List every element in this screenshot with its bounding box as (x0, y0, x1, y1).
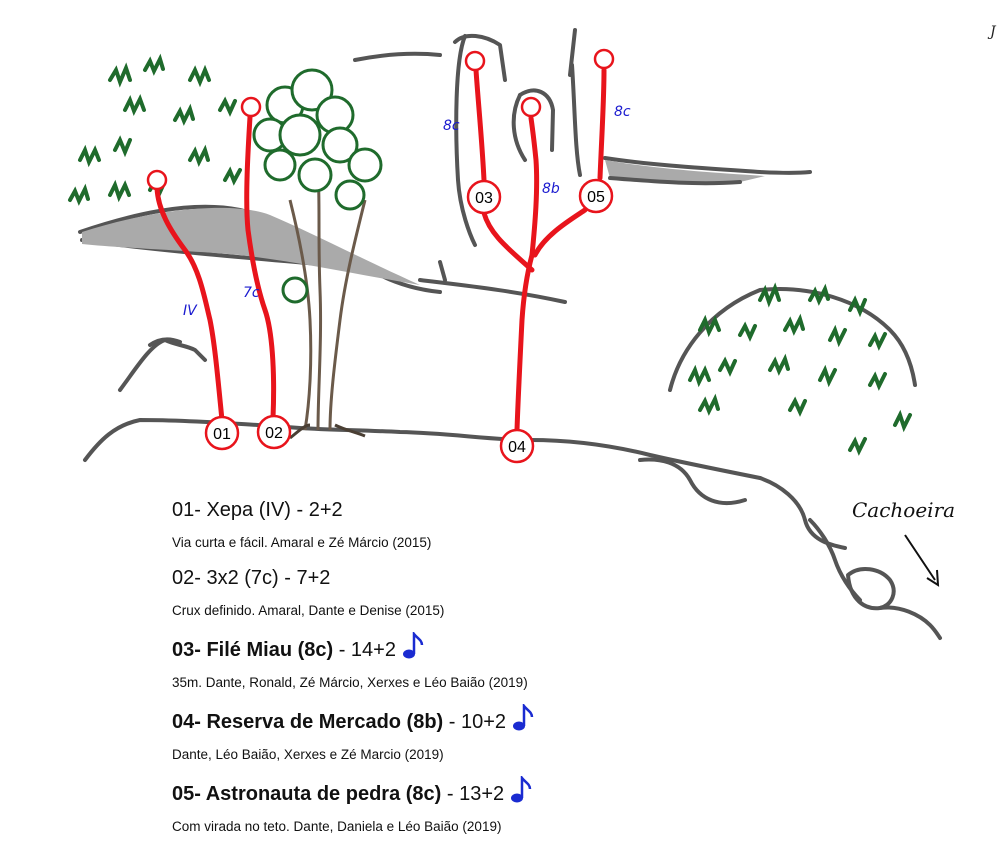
legend-title-rest: - 13+2 (441, 783, 505, 805)
route-number-02: 02 (265, 425, 283, 442)
legend-entry-02: 02- 3x2 (7c) - 7+2 Crux definido. Amaral… (172, 564, 872, 620)
route-marker-01[interactable]: 01 (204, 415, 240, 451)
route-number-01: 01 (213, 426, 231, 443)
legend-title-bold: 05- Astronauta de pedra (8c) (172, 783, 442, 805)
rock-top-line (353, 51, 442, 62)
rock-roof-right-under (608, 176, 742, 186)
legend-title: 04- Reserva de Mercado (8b) - 10+2 (172, 704, 872, 736)
legend-description: Dante, Léo Baião, Xerxes e Zé Marcio (20… (172, 747, 444, 762)
anchor-05 (593, 48, 615, 70)
bushes-left (68, 53, 242, 206)
anchor-03 (464, 50, 486, 72)
legend-description: Crux definido. Amaral, Dante e Denise (2… (172, 603, 445, 618)
rock-boulder-left (118, 338, 207, 392)
cachoeira-label: Cachoeira (852, 498, 955, 522)
grade-labels: IV 7c 8c 8b 8c (183, 104, 631, 319)
rock-pillar-left-top (453, 33, 507, 82)
grade-label-04: 8b (542, 181, 560, 197)
route-line-05-branch (532, 207, 588, 258)
rock-ground (83, 418, 762, 480)
legend-title: 01- Xepa (IV) - 2+2 (172, 496, 872, 524)
route-line-04-upper (528, 115, 540, 258)
tree-canopy (252, 68, 383, 304)
legend-entry-04: 04- Reserva de Mercado (8b) - 10+2 Dante… (172, 704, 872, 764)
tree-roots (289, 423, 366, 440)
rock-mid-ledge-2 (438, 260, 447, 282)
route-line-03 (473, 67, 487, 183)
legend-title-rest: 01- Xepa (IV) - 2+2 (172, 499, 343, 521)
route-number-03: 03 (475, 190, 493, 207)
legend-description: 35m. Dante, Ronald, Zé Márcio, Xerxes e … (172, 675, 528, 690)
cachoeira-arrowhead (926, 569, 940, 587)
rock-boulder-left-2 (148, 337, 182, 347)
legend-title: 03- Filé Miau (8c) - 14+2 (172, 632, 872, 664)
legend-entry-03: 03- Filé Miau (8c) - 14+2 35m. Dante, Ro… (172, 632, 872, 692)
rock-roof-right (603, 156, 812, 175)
route-marker-04[interactable]: 04 (499, 428, 535, 464)
grade-label-02: 7c (243, 285, 260, 301)
rock-mid-ledge (418, 278, 567, 304)
grade-label-03: 8c (443, 118, 460, 134)
grade-label-01: IV (183, 303, 198, 319)
legend-title-rest: - 14+2 (333, 639, 396, 661)
route-legend: 01- Xepa (IV) - 2+2 Via curta e fácil. A… (172, 496, 872, 848)
route-line-05 (597, 67, 607, 181)
rock-descent-boulder (846, 567, 896, 611)
route-marker-03[interactable]: 03 (466, 179, 502, 215)
rock-pillar-right (570, 63, 582, 177)
route-number-04: 04 (508, 439, 526, 456)
route-number-markers: 01 02 03 04 05 (204, 178, 614, 464)
route-line-04-main (514, 252, 535, 433)
rock-descent-1 (638, 457, 747, 506)
route-marker-02[interactable]: 02 (256, 414, 292, 450)
rock-pillar-mid (511, 93, 527, 162)
rock-pillar-left (454, 34, 477, 247)
music-note-icon[interactable] (512, 704, 534, 732)
legend-title: 05- Astronauta de pedra (8c) - 13+2 (172, 776, 872, 808)
route-marker-05[interactable]: 05 (578, 178, 614, 214)
anchor-01 (146, 169, 168, 191)
music-note-icon[interactable] (402, 632, 424, 660)
music-note-icon[interactable] (510, 776, 532, 804)
legend-title-bold: 03- Filé Miau (8c) (172, 639, 334, 661)
route-line-02 (244, 114, 277, 421)
anchor-02 (240, 96, 262, 118)
route-line-03-branch (481, 210, 535, 273)
legend-title-rest: 02- 3x2 (7c) - 7+2 (172, 567, 331, 589)
route-number-05: 05 (587, 189, 605, 206)
tree-trunk (288, 169, 367, 431)
legend-description: Via curta e fácil. Amaral e Zé Márcio (2… (172, 535, 432, 550)
legend-title-bold: 04- Reserva de Mercado (8b) (172, 711, 444, 733)
anchor-04 (520, 96, 542, 118)
tree (252, 68, 383, 440)
bushes-right (688, 282, 912, 456)
cachoeira-arrow (904, 534, 936, 581)
rock-descent-4 (878, 605, 942, 640)
legend-entry-01: 01- Xepa (IV) - 2+2 Via curta e fácil. A… (172, 496, 872, 552)
rock-roof-right-shade (605, 160, 765, 184)
route-anchors (146, 48, 615, 191)
rock-right-arch (668, 287, 917, 392)
legend-title-rest: - 10+2 (443, 711, 507, 733)
legend-title: 02- 3x2 (7c) - 7+2 (172, 564, 872, 592)
grade-label-05: 8c (614, 104, 631, 120)
legend-description: Com virada no teto. Dante, Daniela e Léo… (172, 819, 502, 834)
corner-mark: J (987, 24, 997, 40)
route-line-01 (154, 185, 225, 423)
legend-entry-05: 05- Astronauta de pedra (8c) - 13+2 Com … (172, 776, 872, 836)
rock-pillar-mid-top (518, 88, 555, 152)
route-lines (154, 67, 607, 433)
